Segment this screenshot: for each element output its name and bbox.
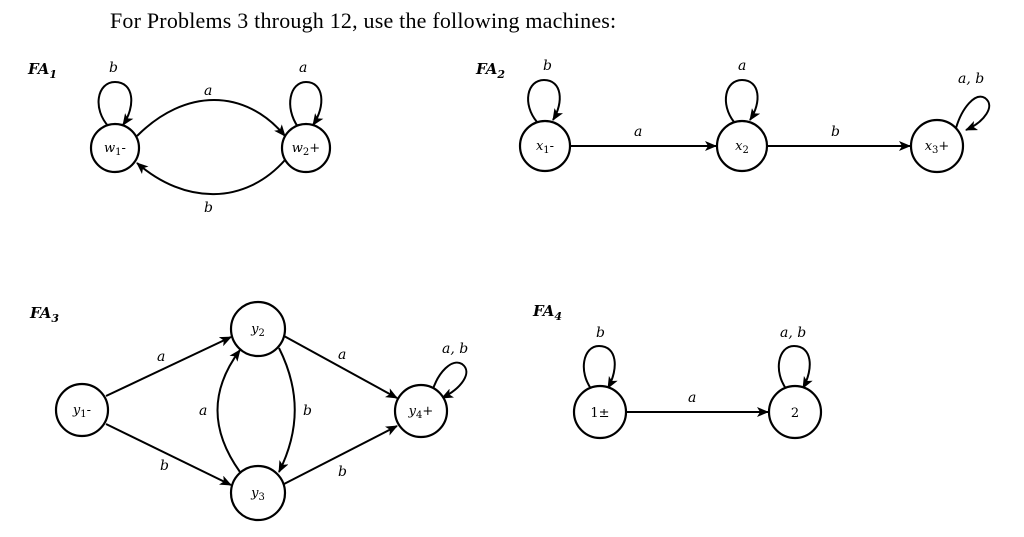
fa4-loop-s2 — [777, 344, 813, 391]
fa2-edge-x1-x2-label: a — [634, 124, 642, 140]
fa2-state-x2 — [715, 119, 769, 173]
fa4-state-2 — [767, 384, 823, 440]
fa4-edge-s1-s2-label: a — [688, 390, 696, 406]
fa1-state-w1 — [89, 122, 141, 174]
fa3-edge-y2-y4-label: a — [338, 347, 346, 363]
fa2-state-x2-label: x2 — [735, 139, 749, 156]
problem-heading: For Problems 3 through 12, use the follo… — [110, 8, 617, 33]
fa2-state-x1 — [518, 119, 572, 173]
fa1-loop-w2 — [289, 80, 324, 128]
fa3-state-y3-label: y3 — [250, 486, 265, 503]
fa3-state-y4 — [393, 383, 449, 439]
fa4-machine: FA4 b a, b a 1± 2 — [532, 302, 823, 440]
fa1-state-w2 — [280, 122, 332, 174]
fa4-state-1 — [572, 384, 628, 440]
fa2-state-x3 — [909, 118, 965, 174]
fa3-state-y1 — [54, 382, 110, 438]
fa2-edge-x2-x3-label: b — [831, 124, 840, 140]
fa2-loop-x1-label: b — [543, 58, 552, 74]
fa2-state-x3-label: x3+ — [925, 139, 950, 156]
fa1-state-w2-label: w2+ — [292, 141, 320, 158]
fa2-title: FA2 — [475, 60, 505, 81]
fa1-state-w1-label: w1- — [104, 141, 126, 158]
fa2-loop-x3 — [955, 95, 991, 131]
fa1-edge-w2-w1-label: b — [204, 200, 213, 216]
fa1-machine: FA1 b a a b w1- w2+ — [27, 60, 332, 216]
fa2-state-x1-label: x1- — [536, 139, 554, 156]
fa3-machine: FA3 a b a b a b a, b y1- y2 y3 y4+ — [29, 300, 468, 522]
fa1-loop-w1-label: b — [109, 60, 118, 76]
fa3-edge-y3-y4-label: b — [338, 464, 347, 480]
fa2-loop-x2-label: a — [738, 58, 746, 74]
fa3-edge-y1-y2-label: a — [157, 349, 165, 365]
fa3-state-y3 — [229, 464, 287, 522]
fa3-state-y2-label: y2 — [250, 322, 265, 339]
fa4-loop-s1-label: b — [596, 325, 605, 341]
fa4-title: FA4 — [532, 302, 562, 323]
fa4-state-2-label: 2 — [791, 406, 799, 421]
fa3-loop-y4-label: a, b — [442, 341, 468, 357]
fa2-loop-x3-label: a, b — [958, 71, 984, 87]
fa3-state-y2 — [229, 300, 287, 358]
fa3-edge-y3-y2 — [216, 349, 241, 473]
fa3-edge-y1-y3-label: b — [160, 458, 169, 474]
fa3-edge-y3-y4 — [283, 425, 398, 485]
fa1-edge-w2-w1 — [136, 159, 286, 196]
fa3-edge-y2-y3-label: b — [303, 403, 312, 419]
fa4-state-1-label: 1± — [590, 406, 609, 421]
fa3-edge-y1-y2 — [105, 336, 232, 397]
fa3-loop-y4 — [431, 361, 468, 399]
fa2-loop-x1 — [527, 78, 563, 123]
fa3-edge-y1-y3 — [105, 423, 232, 486]
fa4-loop-s2-label: a, b — [780, 325, 806, 341]
fa1-edge-w1-w2 — [136, 99, 286, 137]
fa2-machine: FA2 b a a, b a b x1- x2 x3+ — [475, 58, 991, 174]
fa3-edge-y3-y2-label: a — [199, 403, 207, 419]
fa3-edge-y2-y4 — [283, 335, 398, 399]
fa1-loop-w1 — [97, 80, 134, 128]
fa1-loop-w2-label: a — [299, 60, 307, 76]
fa1-edge-w1-w2-label: a — [204, 83, 212, 99]
fa1-title: FA1 — [27, 60, 57, 81]
fa4-loop-s1 — [582, 344, 618, 391]
fa3-title: FA3 — [29, 304, 59, 325]
fa2-loop-x2 — [724, 78, 761, 123]
fa3-edge-y2-y3 — [278, 347, 296, 473]
fa3-state-y4-label: y4+ — [408, 404, 434, 421]
fa3-state-y1-label: y1- — [72, 403, 91, 420]
